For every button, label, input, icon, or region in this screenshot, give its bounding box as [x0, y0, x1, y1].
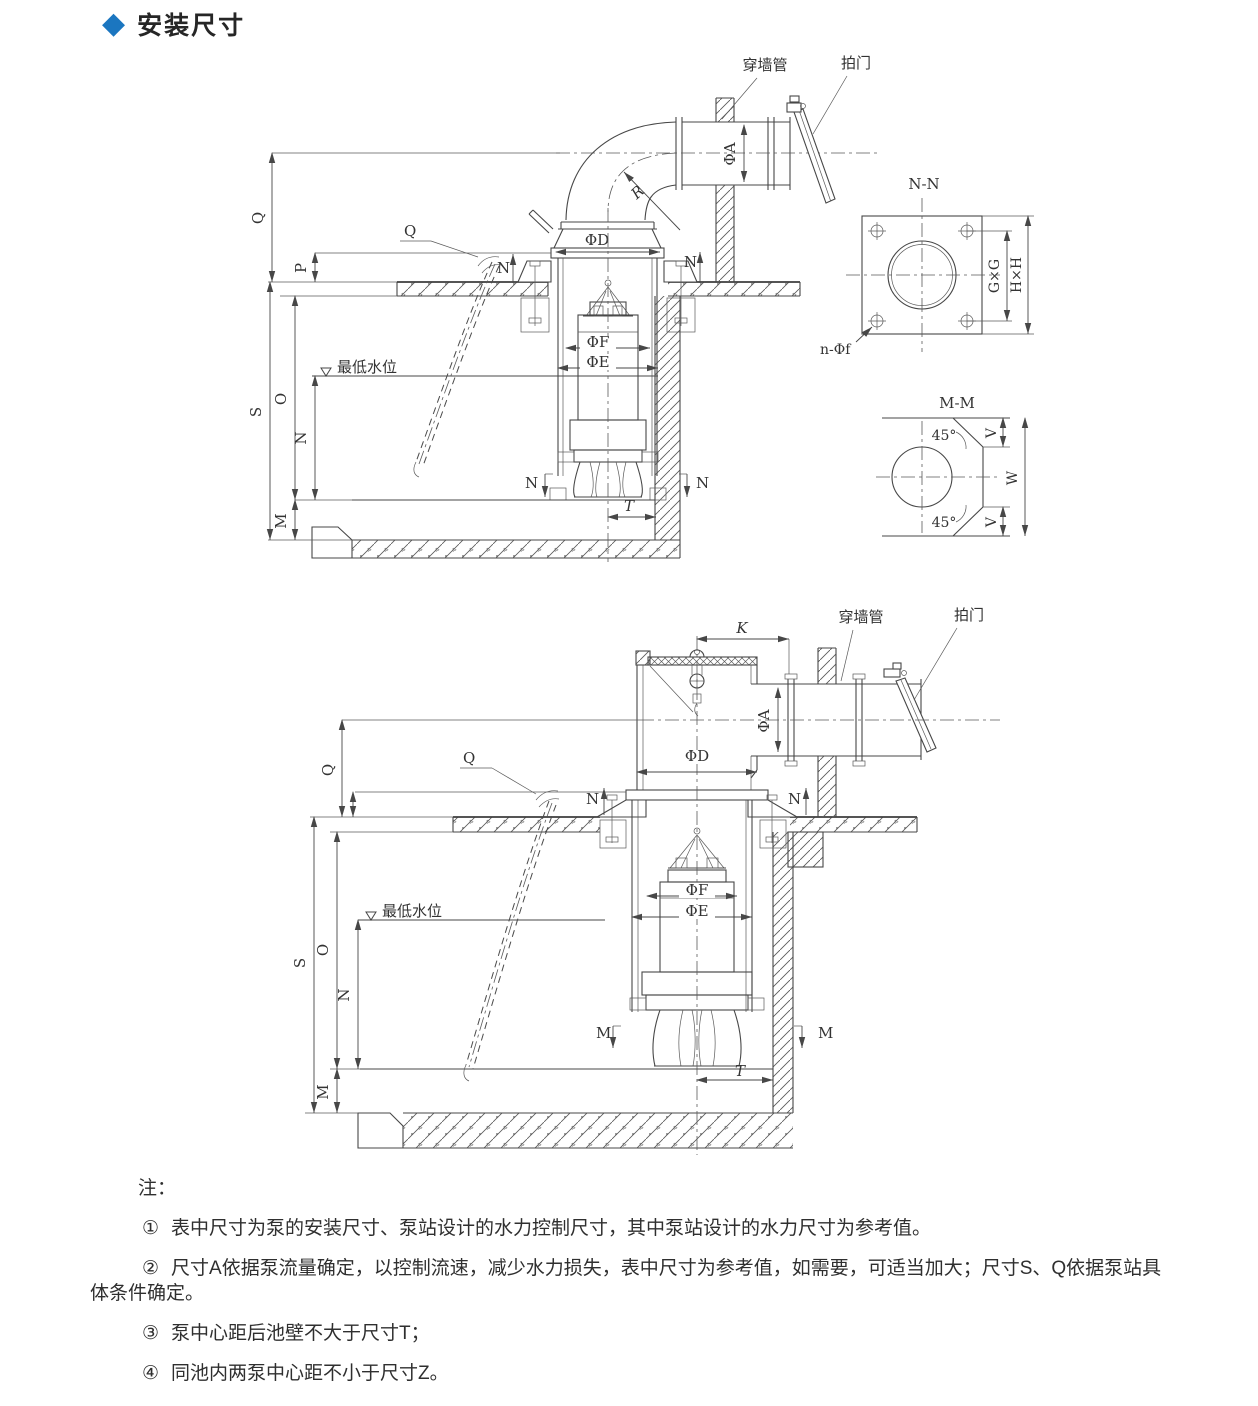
- phi-f-label: ΦF: [587, 333, 610, 351]
- section-nn-title: N-N: [908, 175, 939, 193]
- dim-s-label: S: [247, 407, 265, 417]
- min-water-level-label: 最低水位: [337, 359, 397, 376]
- note-item-1: ① 表中尺寸为泵的安装尺寸、泵站设计的水力控制尺寸，其中泵站设计的水力尺寸为参考值…: [90, 1216, 1168, 1241]
- bottom-section-marks: N N M M: [586, 788, 833, 1048]
- top-ground-slab: [396, 281, 801, 297]
- phi-d-label: ΦD: [585, 231, 609, 249]
- bottom-pump-top: [635, 649, 758, 717]
- dim-w-label: W: [1005, 470, 1021, 485]
- note-text: 表中尺寸为泵的安装尺寸、泵站设计的水力控制尺寸，其中泵站设计的水力尺寸为参考值。: [171, 1218, 932, 1240]
- angle-45-label: 45°: [932, 515, 957, 531]
- top-pump-body: [549, 208, 667, 562]
- notes: 注： ① 表中尺寸为泵的安装尺寸、泵站设计的水力控制尺寸，其中泵站设计的水力尺寸为…: [0, 1176, 1168, 1386]
- bottom-water-level: 最低水位: [358, 903, 605, 921]
- bottom-anchor-bolts: [599, 794, 787, 849]
- section-n-mark: N: [684, 253, 697, 271]
- section-nn: N-N G×G H×H n-Φf: [820, 175, 1034, 358]
- dim-hxh-label: H×H: [1009, 257, 1025, 293]
- installation-drawings: ΦA R ΦD: [247, 55, 1034, 1155]
- bolt-holes-label: n-Φf: [820, 342, 852, 358]
- bottom-cable: Q: [460, 749, 560, 1082]
- cable-mark-label: Q: [404, 222, 416, 240]
- top-cable: Q: [400, 222, 502, 478]
- section-n-mark: N: [497, 259, 510, 277]
- dim-s-label: S: [291, 958, 309, 968]
- section-n-mark: N: [586, 790, 599, 808]
- section-m-mark: M: [596, 1024, 611, 1042]
- dim-m-label: M: [314, 1084, 332, 1099]
- flap-valve-label: 拍门: [954, 607, 984, 624]
- phi-a-label: ΦA: [755, 709, 773, 732]
- dim-k-label: K: [735, 619, 748, 637]
- dim-n-label: N: [335, 988, 353, 1001]
- radius-label: R: [627, 182, 648, 204]
- note-number: ②: [142, 1258, 160, 1280]
- section-mm: M-M 45° 45° V V W: [876, 394, 1029, 537]
- note-text: 尺寸A依据泵流量确定，以控制流速，减少水力损失，表中尺寸为参考值，如需要，可适当…: [90, 1258, 1162, 1305]
- wall-pipe-label: 穿墙管: [838, 609, 883, 626]
- phi-f-label: ΦF: [686, 881, 709, 899]
- note-text: 同池内两泵中心距不小于尺寸Z。: [171, 1363, 449, 1385]
- top-drawing: ΦA R ΦD: [247, 55, 880, 562]
- section-n-mark: N: [525, 474, 538, 492]
- dim-t-label: T: [735, 1062, 746, 1080]
- wall-pipe-label: 穿墙管: [742, 57, 787, 74]
- section-m-mark: M: [818, 1024, 833, 1042]
- section-mm-title: M-M: [939, 394, 975, 412]
- top-section-marks: N N N N: [497, 252, 709, 497]
- top-flap-gate: [786, 95, 836, 204]
- dim-n-label: N: [292, 431, 310, 444]
- note-number: ①: [142, 1218, 160, 1240]
- notes-heading: 注：: [138, 1178, 177, 1199]
- phi-e-label: ΦE: [685, 902, 708, 920]
- note-text: 泵中心距后池壁不大于尺寸T；: [171, 1323, 430, 1345]
- top-anchor-bolts: [520, 260, 696, 333]
- bottom-drawing: ΦA: [291, 607, 1000, 1155]
- diamond-icon: ◆: [102, 7, 126, 40]
- top-pit-wall: [654, 296, 681, 540]
- bottom-pit-floor: [357, 1112, 793, 1149]
- top-discharge-elbow: [553, 121, 677, 249]
- bottom-pit-wall: [772, 832, 794, 1113]
- note-number: ③: [142, 1323, 160, 1345]
- phi-d-label: ΦD: [685, 747, 709, 765]
- dim-gxg-label: G×G: [987, 259, 1003, 293]
- phi-a-label: ΦA: [721, 142, 739, 165]
- dim-q-label: Q: [319, 764, 337, 776]
- cable-mark-label: Q: [463, 749, 475, 767]
- dim-m-label: M: [272, 513, 290, 528]
- note-item-3: ③ 泵中心距后池壁不大于尺寸T；: [90, 1321, 1168, 1346]
- flap-valve-label: 拍门: [841, 55, 871, 72]
- top-wall: [715, 97, 735, 282]
- note-number: ④: [142, 1363, 160, 1385]
- angle-45-label: 45°: [932, 428, 957, 444]
- bottom-discharge-pipe: [636, 665, 922, 790]
- top-water-level: 最低水位: [312, 359, 658, 377]
- elbow-radius-arrow: [623, 171, 681, 231]
- bottom-dimensions: K Q S O N M T ΦD ΦF: [291, 619, 790, 1113]
- dim-p-label: P: [292, 263, 310, 273]
- bottom-wall: [817, 647, 837, 817]
- dim-t-label: T: [624, 497, 635, 515]
- bottom-ground-slab: [452, 816, 918, 868]
- bottom-flap-gate: [883, 662, 937, 753]
- top-dimensions: Q P S O N M T ΦF ΦE: [247, 152, 658, 540]
- dim-q-label: Q: [249, 212, 267, 224]
- phi-e-label: ΦE: [586, 353, 609, 371]
- section-n-mark: N: [696, 474, 709, 492]
- top-wall-pipe: [556, 117, 880, 190]
- section-n-mark: N: [788, 790, 801, 808]
- min-water-level-label: 最低水位: [382, 903, 442, 920]
- dim-v-label: V: [984, 516, 1000, 528]
- dim-v-label: V: [984, 427, 1000, 439]
- page-title: ◆ 安装尺寸: [102, 6, 245, 42]
- page-title-text: 安装尺寸: [137, 12, 246, 40]
- note-item-4: ④ 同池内两泵中心距不小于尺寸Z。: [90, 1361, 1168, 1386]
- dim-o-label: O: [314, 944, 332, 956]
- dim-o-label: O: [272, 393, 290, 405]
- top-pit-floor: [311, 526, 681, 559]
